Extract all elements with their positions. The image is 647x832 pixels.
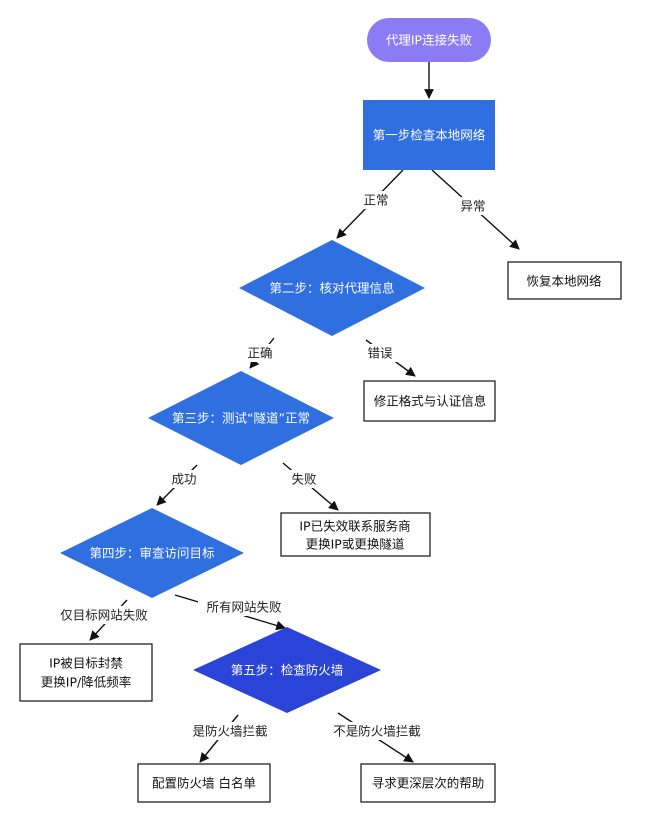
step5-node-text: 第五步：检查防火墙 [231,663,344,678]
ip-banned-node: IP被目标封禁 更换IP/降低频率 [19,643,153,702]
edge-label-not-firewall-blocked: 不是防火墙拦截 [333,724,421,739]
start-node: 代理IP连接失败 [367,18,491,62]
edge-label-abnormal: 异常 [460,199,485,214]
step2-node: 第二步：核对代理信息 [239,240,425,336]
step3-node: 第三步：测试“隧道”正常 [148,371,334,465]
ip-invalid-node-text-2: 更换IP或更换隧道 [306,537,405,552]
edge-labels: 正常 异常 正确 错误 成功 失败 仅目标网站失败 所有网站失败 是防火墙拦截 … [52,191,491,740]
ip-invalid-node-text-1: IP已失效联系服务商 [299,519,410,534]
fix-format-node: 修正格式与认证信息 [363,380,496,422]
seek-help-node: 寻求更深层次的帮助 [360,763,496,803]
ip-banned-node-text-2: 更换IP/降低频率 [41,675,131,690]
start-node-text: 代理IP连接失败 [386,33,473,48]
fix-format-node-text: 修正格式与认证信息 [374,394,487,409]
edge-label-success: 成功 [171,472,196,487]
edge-label-only-target-fail: 仅目标网站失败 [60,608,148,623]
seek-help-node-text: 寻求更深层次的帮助 [372,776,485,791]
ip-invalid-node: IP已失效联系服务商 更换IP或更换隧道 [280,512,431,557]
step3-node-text: 第三步：测试“隧道”正常 [172,411,310,426]
step2-node-text: 第二步：核对代理信息 [269,281,394,296]
edge-label-correct: 正确 [247,346,272,361]
edge-label-error: 错误 [367,346,393,361]
edge-label-fail: 失败 [291,472,317,487]
edge-label-all-sites-fail: 所有网站失败 [206,600,282,615]
config-firewall-node-text: 配置防火墙 白名单 [152,776,256,791]
restore-network-node: 恢复本地网络 [507,261,622,300]
config-firewall-node: 配置防火墙 白名单 [137,763,271,803]
step4-node: 第四步：审查访问目标 [60,508,244,598]
restore-network-node-text: 恢复本地网络 [526,274,602,289]
ip-banned-node-text-1: IP被目标封禁 [49,656,123,671]
step1-node: 第一步检查本地网络 [363,100,495,170]
step1-node-text: 第一步检查本地网络 [373,128,486,143]
edge-label-firewall-blocked: 是防火墙拦截 [192,724,267,739]
step5-node: 第五步：检查防火墙 [193,627,381,713]
edge-label-normal: 正常 [363,193,388,208]
step4-node-text: 第四步：审查访问目标 [89,546,214,561]
